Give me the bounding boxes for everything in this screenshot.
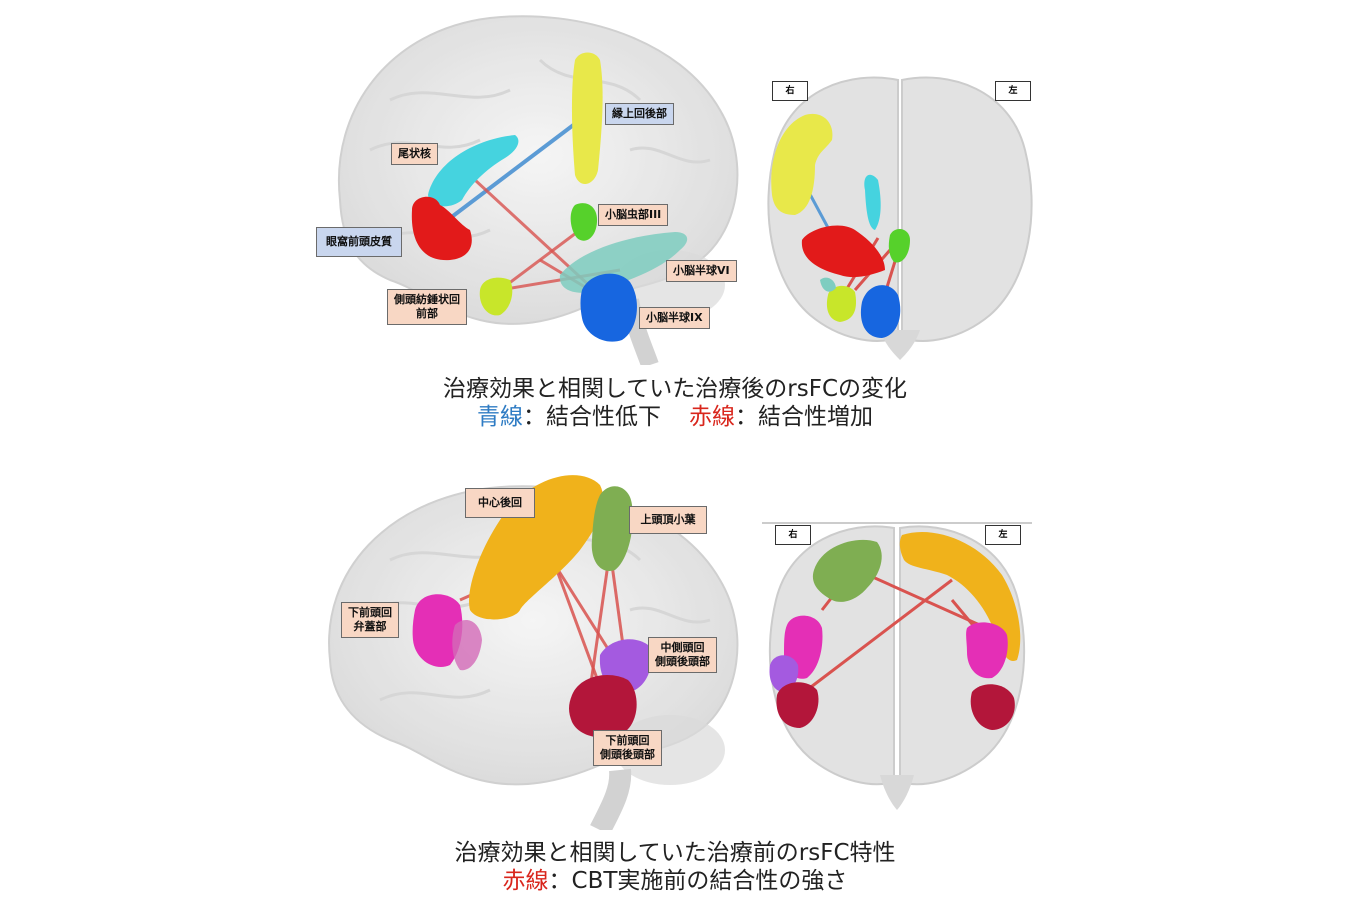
label-superior-parietal: 上頭頂小葉	[629, 506, 707, 534]
legend-blue-desc: ：結合性低下	[523, 404, 661, 430]
legend-blue-line: 青線	[477, 404, 523, 430]
coronal-caudate	[864, 174, 881, 230]
bottom-coronal-brain	[762, 522, 1032, 810]
top-caption-line1: 治療効果と相関していた治療後のrsFCの変化	[442, 376, 908, 402]
label-cereb9: 小脳半球IX	[639, 307, 710, 329]
itg-region	[569, 675, 637, 738]
coronal-ofc	[801, 225, 885, 278]
label-fusiform: 側頭紡錘状回 前部	[387, 289, 467, 325]
top-coronal-brain	[767, 76, 1033, 360]
coronal-itg-right	[970, 684, 1015, 730]
bottom-caption-line1: 治療効果と相関していた治療前のrsFC特性	[454, 840, 896, 866]
cereb9-region	[580, 273, 637, 342]
ofc-region	[411, 196, 472, 261]
top-caption: 治療効果と相関していた治療後のrsFCの変化 青線：結合性低下 赤線：結合性増加	[0, 375, 1350, 431]
legend-red-desc: ：結合性増加	[735, 404, 873, 430]
cereb6-region	[559, 232, 688, 293]
side-label-right-top: 右	[772, 81, 808, 101]
bottom-caption-line2: 赤線：CBT実施前の結合性の強さ	[0, 867, 1350, 895]
ifg-operc-region	[412, 594, 463, 668]
side-label-left-top: 左	[995, 81, 1031, 101]
vermis-region	[570, 203, 598, 241]
supramarginal-region	[571, 52, 603, 185]
coronal-superior-parietal	[812, 539, 882, 602]
coronal-postcentral	[899, 531, 1021, 661]
top-caption-line2: 青線：結合性低下 赤線：結合性増加	[0, 403, 1350, 431]
label-supramarginal: 縁上回後部	[605, 103, 674, 125]
bottom-caption: 治療効果と相関していた治療前のrsFC特性 赤線：CBT実施前の結合性の強さ	[0, 839, 1350, 895]
legend-red-desc-bottom: ：CBT実施前の結合性の強さ	[548, 868, 848, 894]
coronal-supramarginal	[771, 113, 833, 215]
coronal-ifg-operc-right	[966, 622, 1008, 679]
coronal-mtg	[769, 655, 799, 692]
side-label-left-bottom: 左	[985, 525, 1021, 545]
coronal-fusiform	[826, 285, 857, 322]
label-mtg: 中側頭回 側頭後頭部	[648, 637, 717, 673]
coronal-itg-left	[776, 682, 819, 728]
label-caudate: 尾状核	[391, 143, 438, 165]
label-ofc: 眼窩前頭皮質	[316, 227, 402, 257]
caudate-region	[428, 135, 519, 207]
legend-red-line-bottom: 赤線	[502, 868, 549, 894]
ifg-operc-region-2	[452, 620, 482, 671]
fusiform-region	[479, 277, 513, 316]
label-ifg-operc: 下前頭回 弁蓋部	[341, 602, 399, 638]
coronal-vermis	[888, 228, 910, 263]
postcentral-region	[469, 475, 604, 620]
superior-parietal-region	[591, 486, 633, 571]
label-postcentral: 中心後回	[465, 488, 535, 518]
side-label-right-bottom: 右	[775, 525, 811, 545]
legend-red-line: 赤線	[689, 404, 735, 430]
coronal-cereb9	[860, 285, 901, 338]
coronal-cereb6	[820, 277, 836, 292]
label-vermis: 小脳虫部III	[598, 204, 669, 226]
label-itg: 下前頭回 側頭後頭部	[593, 730, 662, 766]
label-cereb6: 小脳半球VI	[666, 260, 737, 282]
